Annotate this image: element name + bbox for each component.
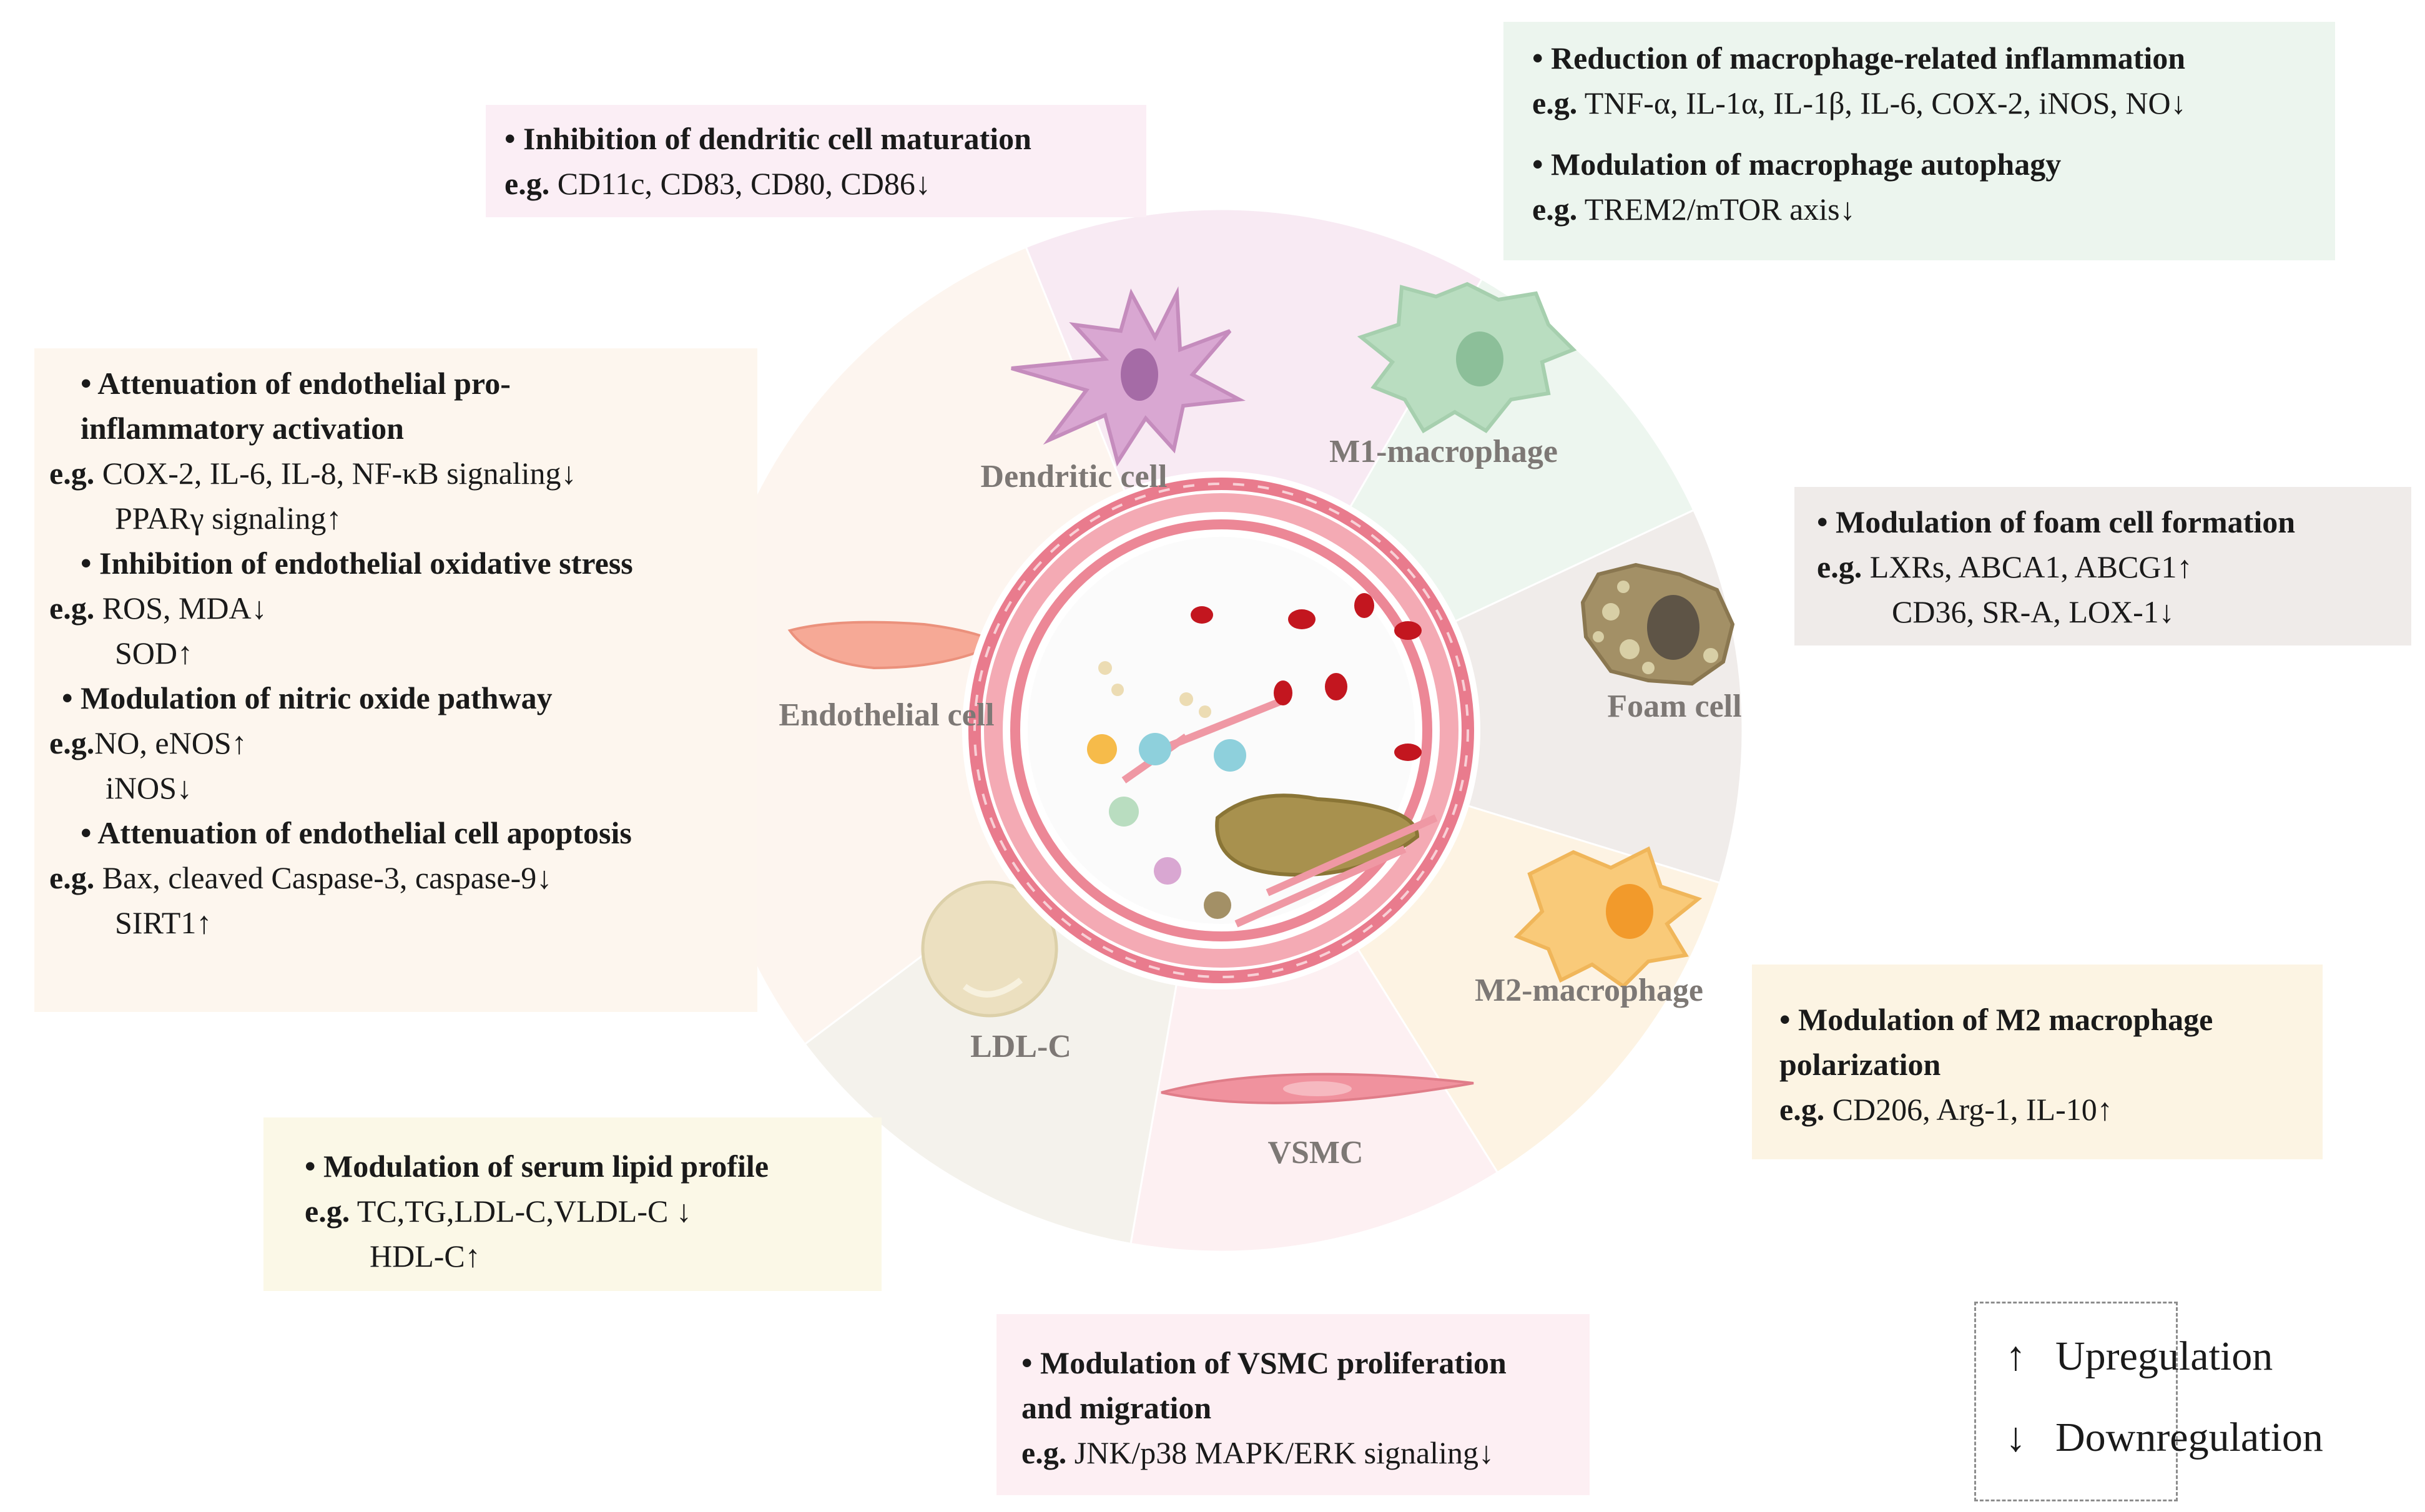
vsmc-title-line-2: and migration	[1021, 1390, 1212, 1425]
foam-title: • Modulation of foam cell formation	[1817, 504, 2296, 539]
legend-upregulation: ↑ Upregulation	[2005, 1333, 2273, 1380]
box-endothelial-cell: • Attenuation of endothelial pro- inflam…	[34, 348, 757, 1012]
endo-title-1b: inflammatory activation	[81, 411, 404, 446]
vsmc-icon	[1161, 1073, 1474, 1104]
m1-example-inflammation: e.g. TNF-α, IL-1α, IL-1β, IL-6, COX-2, i…	[1532, 86, 2186, 120]
m2-title-line-1: • Modulation of M2 macrophage	[1779, 1002, 2213, 1037]
artery-cross-section	[962, 471, 1480, 989]
dendritic-cell-icon	[1011, 286, 1246, 467]
m2-title-line-2: polarization	[1779, 1047, 1941, 1082]
segment-label-m2-macrophage: M2-macrophage	[1475, 973, 1703, 1008]
m2-macrophage-icon	[1513, 846, 1703, 989]
vsmc-example: e.g. JNK/p38 MAPK/ERK signaling↓	[1021, 1435, 1494, 1470]
endo-example-3a: e.g.NO, eNOS↑	[49, 725, 247, 760]
endo-example-4b: SIRT1↑	[115, 905, 212, 940]
legend-border	[1974, 1302, 2178, 1501]
endo-title-2: • Inhibition of endothelial oxidative st…	[81, 546, 633, 581]
box-serum-lipid: • Modulation of serum lipid profile e.g.…	[263, 1117, 882, 1291]
dendritic-title: • Inhibition of dendritic cell maturatio…	[504, 121, 1031, 156]
box-foam-cell: • Modulation of foam cell formation e.g.…	[1794, 487, 2411, 646]
endo-example-1b: PPARγ signaling↑	[115, 501, 342, 536]
foam-example-1: e.g. LXRs, ABCA1, ABCG1↑	[1817, 549, 2193, 584]
endo-example-3b: iNOS↓	[106, 770, 192, 805]
segment-label-vsmc: VSMC	[1267, 1135, 1363, 1171]
endo-example-2a: e.g. ROS, MDA↓	[49, 591, 267, 626]
segment-label-dendritic-cell: Dendritic cell	[981, 459, 1168, 494]
m1-example-autophagy: e.g. TREM2/mTOR axis↓	[1532, 192, 1856, 227]
segment-label-endothelial-cell: Endothelial cell	[779, 697, 994, 733]
lipid-example-2: HDL-C↑	[370, 1239, 481, 1274]
legend-up-label: Upregulation	[2055, 1333, 2273, 1379]
endo-example-1a: e.g. COX-2, IL-6, IL-8, NF-κB signaling↓	[49, 456, 577, 491]
foam-example-2: CD36, SR-A, LOX-1↓	[1892, 594, 2175, 629]
lipid-example-1: e.g. TC,TG,LDL-C,VLDL-C ↓	[305, 1194, 692, 1229]
endo-title-4: • Attenuation of endothelial cell apopto…	[81, 815, 632, 850]
segment-label-foam-cell: Foam cell	[1607, 689, 1741, 724]
segment-label-ldl-c: LDL-C	[970, 1029, 1071, 1064]
box-m2-macrophage: • Modulation of M2 macrophage polarizati…	[1752, 965, 2323, 1159]
vsmc-title-line-1: • Modulation of VSMC proliferation	[1021, 1345, 1507, 1380]
box-m1-macrophage: • Reduction of macrophage-related inflam…	[1503, 22, 2335, 260]
m1-title-autophagy: • Modulation of macrophage autophagy	[1532, 147, 2062, 182]
legend-down-label: Downregulation	[2055, 1415, 2323, 1460]
endo-example-4a: e.g. Bax, cleaved Caspase-3, caspase-9↓	[49, 860, 553, 895]
m1-title-inflammation: • Reduction of macrophage-related inflam…	[1532, 41, 2186, 76]
ldl-c-icon	[921, 880, 1058, 1018]
lipid-title: • Modulation of serum lipid profile	[305, 1149, 769, 1184]
foam-cell-icon	[1580, 562, 1735, 686]
dendritic-example: e.g. CD11c, CD83, CD80, CD86↓	[504, 166, 931, 201]
segment-label-m1-macrophage: M1-macrophage	[1329, 434, 1558, 469]
m2-example: e.g. CD206, Arg-1, IL-10↑	[1779, 1092, 2113, 1127]
box-vsmc: • Modulation of VSMC proliferation and m…	[996, 1314, 1590, 1495]
legend: ↑ Upregulation ↓ Downregulation	[1974, 1302, 2323, 1501]
box-dendritic-cell: • Inhibition of dendritic cell maturatio…	[486, 105, 1146, 217]
up-arrow-icon: ↑	[2005, 1333, 2026, 1379]
endo-title-1a: • Attenuation of endothelial pro-	[81, 366, 511, 401]
legend-downregulation: ↓ Downregulation	[2005, 1414, 2323, 1461]
m1-macrophage-icon	[1357, 282, 1577, 434]
endo-example-2b: SOD↑	[115, 636, 194, 670]
down-arrow-icon: ↓	[2005, 1415, 2026, 1460]
endo-title-3: • Modulation of nitric oxide pathway	[62, 680, 553, 715]
